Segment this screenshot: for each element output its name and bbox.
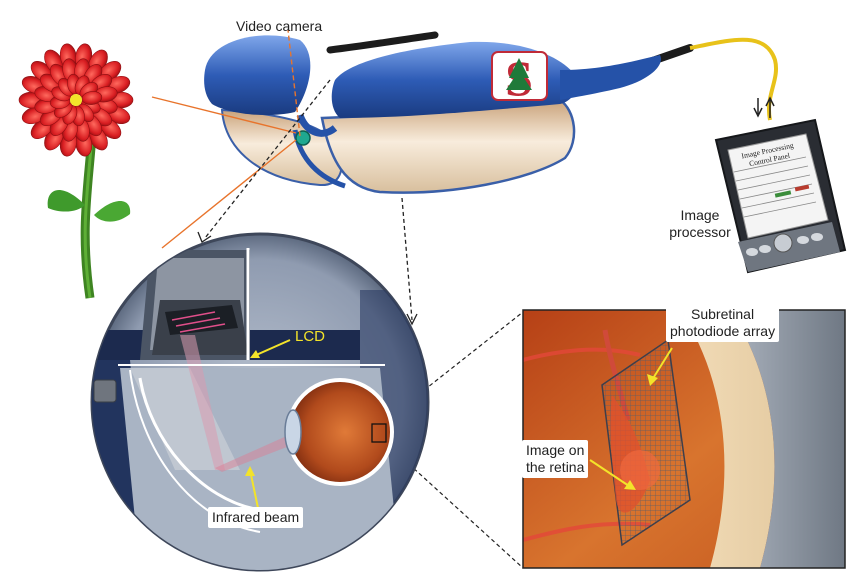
image-processor-label: Image processor: [660, 207, 740, 241]
image-retina-label: Image on the retina: [522, 440, 589, 478]
glasses-illustration: S: [204, 31, 694, 194]
flower-petal: [81, 91, 103, 105]
image-retina-pointer: [589, 459, 633, 489]
processor-cable: [689, 37, 778, 121]
subretinal-label: Subretinal photodiode array: [666, 304, 780, 342]
leaf-left: [47, 190, 85, 212]
side-knob: [93, 379, 117, 403]
video-camera-lens: [295, 130, 311, 146]
lcd-panel: [165, 305, 238, 335]
stanford-tree-icon: [506, 58, 532, 90]
leaf-right: [94, 200, 131, 222]
image-processor-label-line1: Image: [680, 207, 720, 223]
right-frame-wing: [560, 55, 661, 100]
subretinal-pointer: [651, 347, 673, 381]
image-retina-label-line2: the retina: [526, 459, 585, 475]
image-processor-label-line2: processor: [669, 224, 731, 240]
data-flow-arrows: [753, 96, 775, 118]
infrared-pointer: [249, 469, 259, 509]
zoom-focus-box: [371, 423, 387, 443]
left-temple-arm: [326, 31, 439, 54]
eye-cross-section: [286, 378, 394, 486]
subretinal-label-line1: Subretinal: [691, 306, 755, 322]
video-camera-label: Video camera: [236, 18, 323, 34]
flower-center: [70, 94, 82, 106]
subretinal-label-line2: photodiode array: [670, 323, 776, 339]
image-retina-label-line1: Image on: [526, 442, 585, 458]
processor-dial-icon: [773, 233, 793, 253]
lcd-label: LCD: [295, 328, 326, 345]
left-frame-shell: [204, 35, 311, 116]
eye-lens: [284, 409, 302, 455]
lcd-pointer: [253, 339, 291, 357]
image-processor-device: Image Processing Control Panel: [714, 118, 847, 274]
infrared-beam-label: Infrared beam: [208, 507, 304, 528]
zoom-cross-section: [90, 232, 430, 572]
flower-illustration: [18, 43, 134, 299]
retina-closeup: [523, 310, 845, 568]
flower-head: [18, 43, 134, 157]
retina-tissue-band: [680, 310, 775, 568]
processor-screen: [727, 133, 829, 239]
